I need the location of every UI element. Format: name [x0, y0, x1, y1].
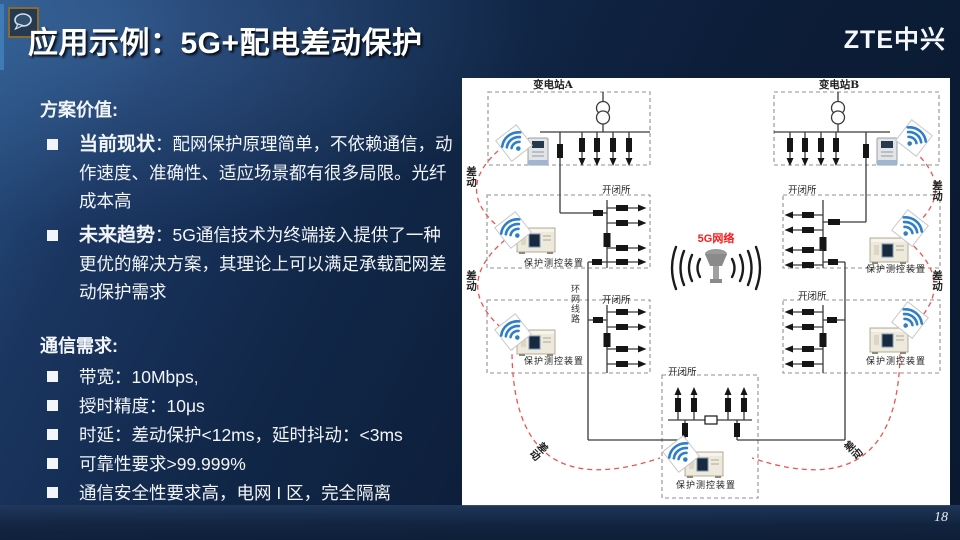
page-title: 应用示例：5G+配电差动保护	[28, 27, 423, 60]
differential-label: 差动	[931, 180, 943, 201]
feeder-branches	[674, 387, 748, 420]
bullet-marker	[47, 458, 58, 469]
protection-device-label: 保护测控装置	[523, 259, 584, 269]
switching-station-left-1-box	[486, 194, 651, 269]
bullet-text: 授时精度：10μs	[79, 396, 205, 416]
section-heading-comm: 通信需求:	[40, 336, 118, 356]
wifi-icon	[494, 123, 534, 163]
feeder-branches	[784, 211, 823, 269]
substation-a-diagram	[494, 92, 650, 213]
switching-station-label: 开闭所	[602, 295, 631, 306]
protection-device-icon	[869, 237, 909, 265]
5g-base-station-icon	[670, 245, 762, 291]
5g-network-label: 5G网络	[697, 233, 735, 245]
bullet-text: 可靠性要求>99.999%	[79, 454, 246, 474]
feeder-breakers	[578, 132, 633, 166]
comm-bullet-2: 授时精度：10μs	[40, 395, 455, 417]
speech-bubble-icon	[8, 7, 39, 38]
bullet-marker	[47, 429, 58, 440]
differential-label: 差动	[465, 166, 477, 187]
bullet-lead: 未来趋势	[79, 225, 156, 246]
value-bullet-1: 当前现状：配网保护原理简单，不依赖通信，动作速度、准确性、适应场景都有很多局限。…	[40, 130, 455, 215]
left-content: 方案价值: 当前现状：配网保护原理简单，不依赖通信，动作速度、准确性、适应场景都…	[40, 96, 455, 511]
comm-bullet-5: 通信安全性要求高，电网 I 区，完全隔离	[40, 482, 455, 504]
meter-device-icon	[876, 137, 898, 166]
switching-station-left-2	[493, 305, 647, 373]
wifi-icon	[894, 118, 934, 158]
protection-device-icon	[869, 327, 909, 355]
substation-b-label: 变电站B	[818, 79, 860, 91]
title-accent-strip	[0, 4, 4, 70]
bullet-text: 时延：差动保护<12ms，延时抖动：<3ms	[79, 425, 403, 445]
substation-a-label: 变电站A	[533, 79, 573, 91]
comm-bullet-3: 时延：差动保护<12ms，延时抖动：<3ms	[40, 424, 455, 446]
differential-label: 差动	[931, 270, 943, 291]
bullet-marker	[47, 487, 58, 498]
switching-station-left-1	[493, 200, 647, 268]
bullet-text: ：5G通信技术为终端接入提供了一种更优的解决方案，其理论上可以满足承载配网差动保…	[79, 225, 447, 302]
protection-device-label: 保护测控装置	[523, 357, 584, 367]
feeder-branches	[784, 308, 823, 368]
switch-icon	[704, 415, 718, 425]
switching-station-label: 开闭所	[602, 185, 631, 196]
substation-a-box	[487, 91, 651, 166]
bullet-lead: 当前现状	[79, 134, 156, 155]
bullet-text: 带宽：10Mbps,	[79, 367, 199, 387]
protection-device-label: 保护测控装置	[865, 357, 926, 367]
switching-station-bottom	[588, 387, 845, 479]
meter-device-icon	[527, 137, 549, 166]
bullet-text: 通信安全性要求高，电网 I 区，完全隔离	[79, 483, 392, 503]
bullet-marker	[47, 400, 58, 411]
footer-band	[0, 505, 960, 540]
comm-bullet-1: 带宽：10Mbps,	[40, 366, 455, 388]
bullet-marker	[47, 230, 58, 241]
network-diagram-panel: 变电站A 变电站B 开闭所 开闭所 开闭所 开闭所 开闭所 保护测控装置 保护测…	[462, 78, 950, 506]
zte-logo: ZTE中兴	[843, 26, 946, 54]
switching-station-bottom-box	[661, 374, 759, 499]
switching-station-right-1	[784, 200, 930, 269]
switching-station-right-2-box	[782, 299, 941, 374]
section-heading-value: 方案价值:	[40, 100, 118, 120]
switching-station-right-1-box	[782, 194, 941, 269]
bullet-marker	[47, 371, 58, 382]
protection-device-label: 保护测控装置	[675, 481, 736, 491]
differential-label: 差动	[465, 270, 477, 291]
bullet-marker	[47, 139, 58, 150]
switching-station-label: 开闭所	[788, 185, 817, 196]
network-diagram	[475, 91, 941, 499]
protection-device-label: 保护测控装置	[865, 265, 926, 275]
transformer-icon	[595, 100, 611, 125]
radio-waves	[670, 245, 762, 291]
switching-station-left-2-box	[486, 299, 651, 374]
value-bullet-2: 未来趋势：5G通信技术为终端接入提供了一种更优的解决方案，其理论上可以满足承载配…	[40, 221, 455, 306]
feeder-branches	[607, 308, 647, 368]
transformer-icon	[830, 100, 846, 125]
switching-station-label: 开闭所	[798, 291, 827, 302]
bullet-text: ：配网保护原理简单，不依赖通信，动作速度、准确性、适应场景都有很多局限。光纤成本…	[79, 134, 453, 211]
substation-b-diagram	[774, 92, 934, 222]
feeder-branches	[607, 204, 647, 266]
switching-station-label: 开闭所	[668, 367, 697, 378]
comm-bullet-4: 可靠性要求>99.999%	[40, 453, 455, 475]
page-number: 18	[934, 510, 948, 525]
ring-line-label: 环网线路	[569, 284, 579, 324]
feeder-breakers	[786, 132, 840, 166]
switching-station-right-2	[784, 300, 930, 373]
